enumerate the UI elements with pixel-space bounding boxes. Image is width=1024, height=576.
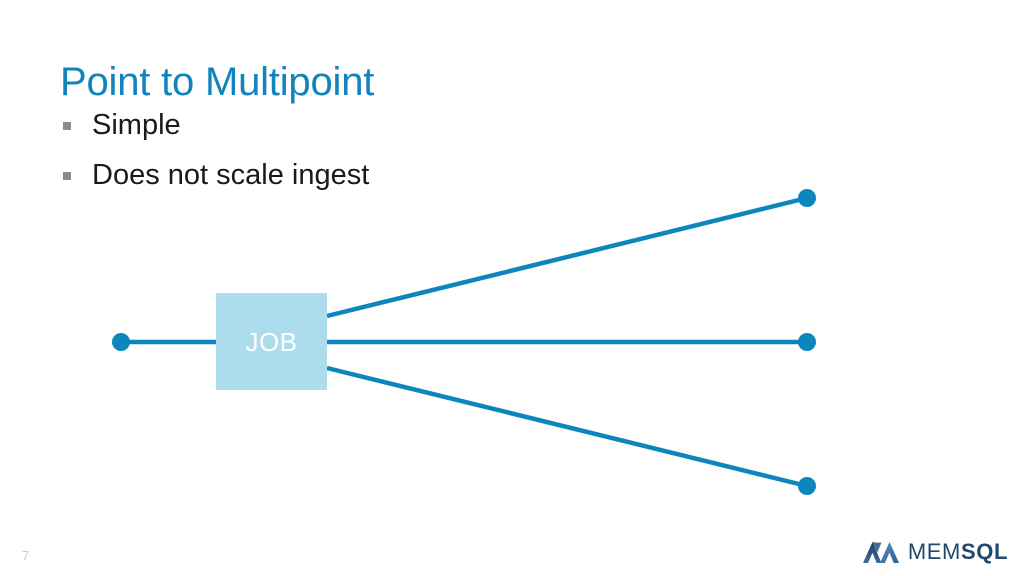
list-item: Simple (60, 100, 660, 150)
square-bullet-icon (63, 122, 71, 130)
list-item-label: Does not scale ingest (92, 159, 370, 191)
memsql-wordmark-light: MEM (907, 539, 961, 564)
page-number: 7 (22, 548, 30, 563)
input-endpoint (112, 333, 130, 351)
job-node-label: JOB (245, 326, 298, 357)
output-endpoint-top (798, 189, 816, 207)
square-bullet-icon (63, 172, 71, 180)
output-endpoint-bottom (798, 477, 816, 495)
list-item: Does not scale ingest (60, 150, 660, 200)
memsql-mountain-icon (862, 542, 899, 563)
memsql-wordmark: MEMSQL (908, 541, 1008, 563)
memsql-logo: MEMSQL (862, 535, 1008, 569)
edge-output-bottom (326, 365, 808, 489)
job-node-box: JOB (216, 293, 327, 390)
list-item-label: Simple (92, 109, 181, 141)
edge-output-top (326, 195, 808, 319)
page-title: Point to Multipoint (60, 59, 375, 104)
memsql-wordmark-heavy: SQL (960, 539, 1008, 564)
bullet-list: Simple Does not scale ingest (60, 100, 660, 200)
output-endpoint-middle (798, 333, 816, 351)
